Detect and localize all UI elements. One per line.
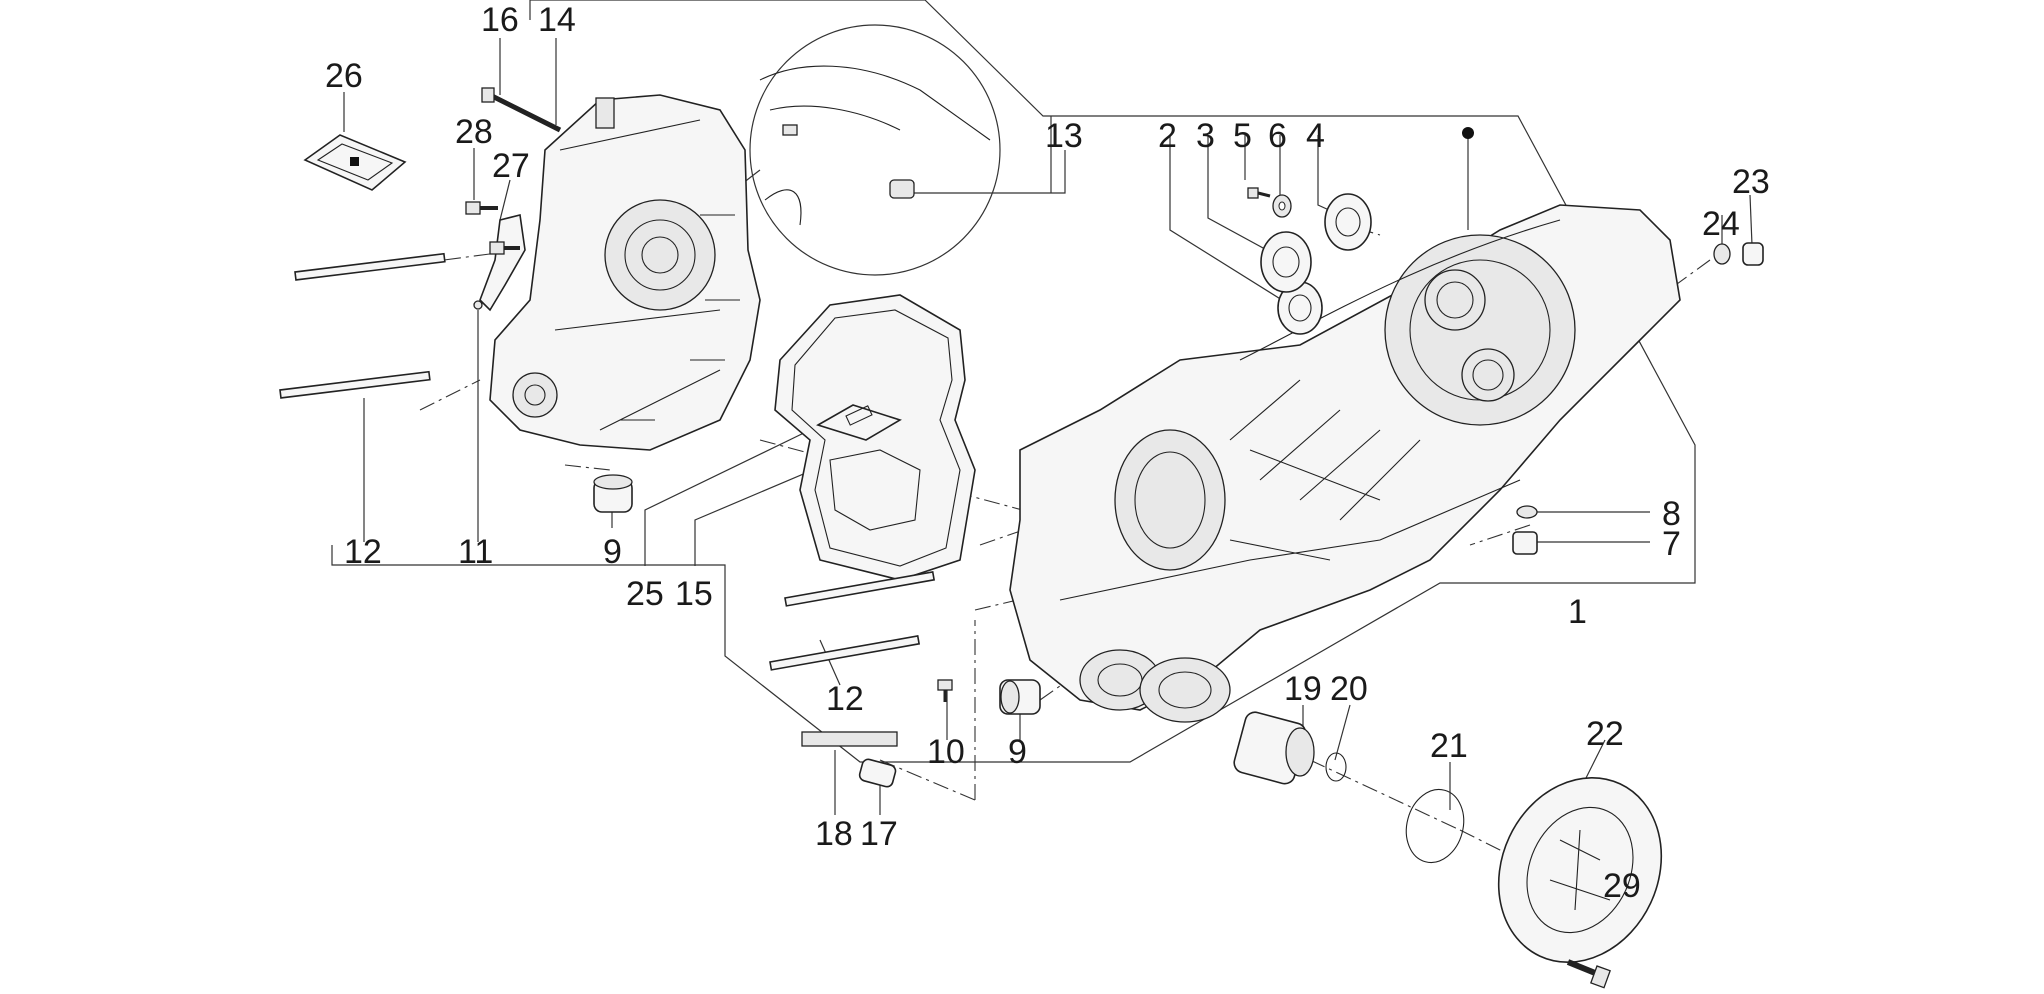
part-9-bushing-right xyxy=(999,679,1041,715)
label-5: 5 xyxy=(1233,117,1252,155)
zoom-detail xyxy=(759,65,991,226)
label-7: 7 xyxy=(1662,525,1681,563)
label-11: 11 xyxy=(458,533,493,571)
label-15: 15 xyxy=(675,575,713,613)
part-7-plug xyxy=(1512,531,1538,555)
label-9-left: 9 xyxy=(603,533,622,571)
part-1-right-crankcase xyxy=(1009,204,1681,723)
label-21: 21 xyxy=(1430,727,1468,765)
part-screw-27b xyxy=(489,241,520,255)
label-28: 28 xyxy=(455,113,493,151)
label-1: 1 xyxy=(1568,593,1587,631)
label-17: 17 xyxy=(860,815,898,853)
part-18-spring xyxy=(801,731,898,747)
part-28-screw xyxy=(465,201,498,215)
label-2: 2 xyxy=(1158,117,1177,155)
part-19-filter xyxy=(1233,711,1315,785)
label-12-left: 12 xyxy=(344,533,382,571)
reference-dot xyxy=(1462,127,1474,139)
label-25: 25 xyxy=(626,575,664,613)
label-12-right: 12 xyxy=(826,680,864,718)
label-8: 8 xyxy=(1662,495,1681,533)
label-16: 16 xyxy=(481,1,519,39)
label-3: 3 xyxy=(1196,117,1215,155)
part-12-stud-right-upper xyxy=(784,571,936,607)
part-9-bushing-left xyxy=(593,474,633,513)
part-17-sleeve xyxy=(858,758,897,788)
part-12-stud-upper xyxy=(294,252,446,281)
part-4-bearing xyxy=(1324,193,1372,251)
part-26-plate xyxy=(303,134,407,191)
part-8-washer xyxy=(1516,505,1538,519)
label-14: 14 xyxy=(538,1,576,39)
label-22: 22 xyxy=(1586,715,1624,753)
part-5-screw xyxy=(1247,187,1271,199)
label-27: 27 xyxy=(492,147,530,185)
part-12-stud-lower xyxy=(279,370,431,399)
part-23-plug xyxy=(1742,242,1764,266)
label-23: 23 xyxy=(1732,163,1770,201)
part-11-pin xyxy=(473,300,483,310)
label-6: 6 xyxy=(1268,117,1287,155)
label-20: 20 xyxy=(1330,670,1368,708)
part-12-stud-right-lower xyxy=(769,635,921,671)
part-20-circlip xyxy=(1325,752,1347,782)
label-18: 18 xyxy=(815,815,853,853)
left-crankcase-half xyxy=(489,94,761,451)
part-29-bolt xyxy=(1566,959,1611,989)
label-19: 19 xyxy=(1284,670,1322,708)
label-13: 13 xyxy=(1045,117,1083,155)
part-10-bolt xyxy=(937,679,953,702)
part-3-bearing xyxy=(1260,231,1312,293)
label-29: 29 xyxy=(1603,867,1641,905)
part-25-plate xyxy=(816,404,902,441)
label-26: 26 xyxy=(325,57,363,95)
part-27-bracket xyxy=(479,214,526,312)
part-16-bolt xyxy=(481,87,562,133)
label-10: 10 xyxy=(927,733,965,771)
label-4: 4 xyxy=(1306,117,1325,155)
part-24-washer xyxy=(1713,243,1731,265)
part-22-cover xyxy=(1497,777,1663,963)
part-6-washer xyxy=(1272,194,1292,218)
label-24: 24 xyxy=(1702,205,1740,243)
part-15-gasket xyxy=(774,294,976,581)
callout-labels: 1 2 3 4 5 6 7 8 9 9 10 11 12 12 13 14 15… xyxy=(325,1,1770,905)
part-21-oring xyxy=(1405,788,1465,864)
label-9-right: 9 xyxy=(1008,733,1027,771)
